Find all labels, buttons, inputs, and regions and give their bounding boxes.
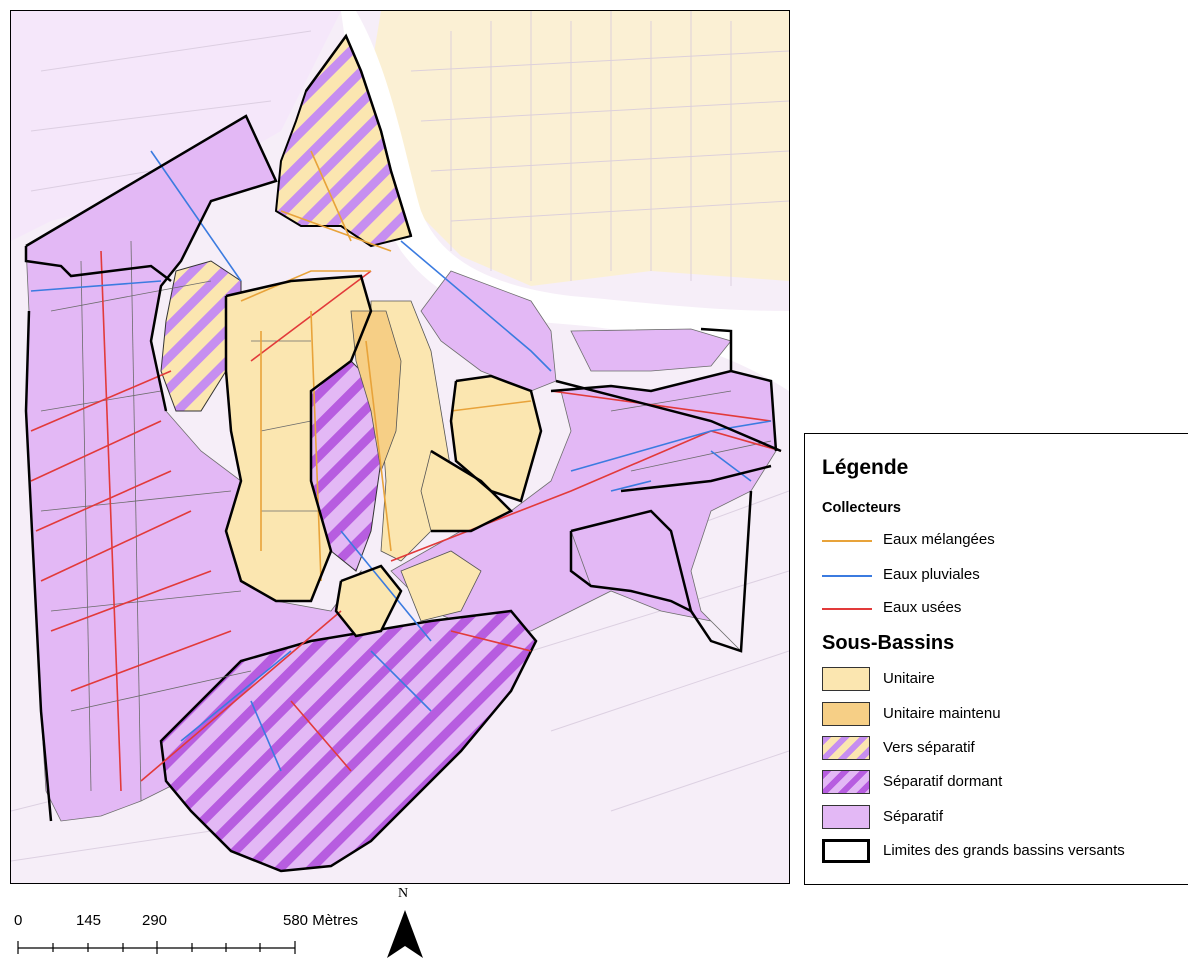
grands-bassins-boundaries <box>24 33 782 822</box>
swatch-vers-separatif <box>822 736 870 760</box>
legend-label: Vers séparatif <box>883 739 975 756</box>
legend-label: Unitaire maintenu <box>883 705 1001 722</box>
map-frame[interactable] <box>10 10 790 884</box>
line-swatch-red <box>822 608 872 610</box>
legend-collecteurs-title: Collecteurs <box>822 500 901 516</box>
north-arrow-icon <box>387 910 423 958</box>
legend-item-separatif: Séparatif <box>822 805 1188 831</box>
background-north-unitaire-zone <box>371 11 789 286</box>
swatch-separatif <box>822 805 870 829</box>
legend-label: Limites des grands bassins versants <box>883 842 1125 859</box>
north-arrow: N <box>380 886 440 958</box>
zones-separatif <box>25 115 777 822</box>
legend-label: Séparatif <box>883 808 944 825</box>
swatch-limites <box>822 839 870 863</box>
line-swatch-blue <box>822 575 872 577</box>
background-northwest-zone <box>11 11 341 241</box>
map-legend: Légende Collecteurs Eaux mélangées Eaux … <box>804 433 1188 885</box>
scale-bar-ruler <box>17 941 296 954</box>
legend-item-separatif-dormant: Séparatif dormant <box>822 770 1188 796</box>
legend-item-unitaire: Unitaire <box>822 667 1188 693</box>
legend-label: Eaux usées <box>883 599 962 616</box>
legend-item-limites: Limites des grands bassins versants <box>822 839 1188 865</box>
map-canvas[interactable] <box>11 11 789 883</box>
swatch-unitaire-maintenu <box>822 702 870 726</box>
scale-tick-290: 290 <box>142 912 168 929</box>
scale-bar: 0 145 290 580 Mètres <box>0 912 390 958</box>
legend-title: Légende <box>822 456 909 479</box>
legend-item-unitaire-maintenu: Unitaire maintenu <box>822 702 1188 728</box>
swatch-unitaire <box>822 667 870 691</box>
line-swatch-orange <box>822 540 872 542</box>
north-label: N <box>398 886 409 901</box>
legend-label: Eaux mélangées <box>883 531 995 548</box>
legend-item-eaux-usees: Eaux usées <box>822 596 1188 622</box>
legend-item-eaux-pluviales: Eaux pluviales <box>822 563 1188 589</box>
collecteurs-eaux-pluviales <box>30 150 772 772</box>
scale-tick-0: 0 <box>14 912 23 929</box>
scale-tick-580: 580 Mètres <box>283 912 359 929</box>
zone-separatif-dormant-south <box>159 609 538 873</box>
legend-label: Eaux pluviales <box>883 566 980 583</box>
legend-item-eaux-melangees: Eaux mélangées <box>822 528 1188 554</box>
zone-vers-separatif-west <box>160 260 242 412</box>
collecteurs-eaux-melangees <box>240 150 532 582</box>
zone-unitaire-maintenu <box>350 310 402 473</box>
legend-label: Unitaire <box>883 670 935 687</box>
scale-tick-145: 145 <box>76 912 102 929</box>
legend-item-vers-separatif: Vers séparatif <box>822 736 1188 762</box>
legend-label: Séparatif dormant <box>883 773 1003 790</box>
legend-sous-bassins-title: Sous-Bassins <box>822 632 955 654</box>
zones-unitaire <box>225 275 542 637</box>
swatch-separatif-dormant <box>822 770 870 794</box>
